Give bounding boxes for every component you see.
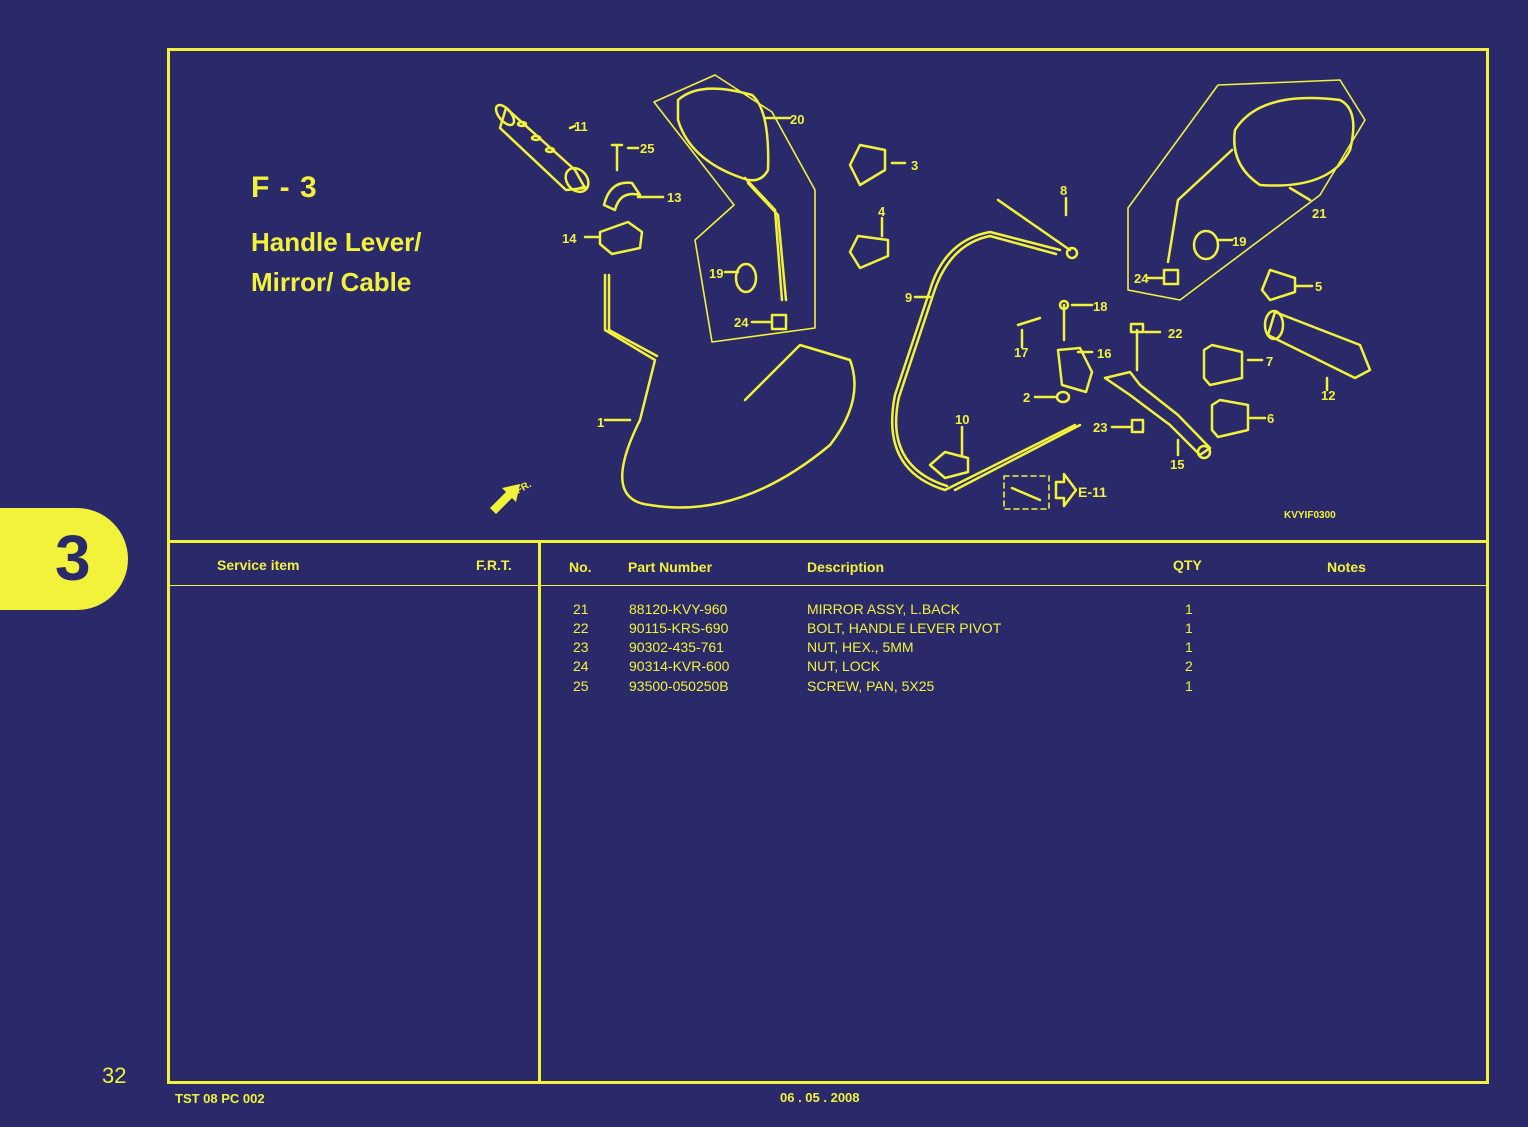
table-row: 23 90302-435-761 NUT, HEX., 5MM 1	[0, 638, 1528, 657]
callout: 14	[562, 231, 577, 246]
callout: 10	[955, 412, 969, 427]
callout: 18	[1093, 299, 1107, 314]
table-row: 24 90314-KVR-600 NUT, LOCK 2	[0, 657, 1528, 676]
callout: 20	[790, 112, 804, 127]
callout: 7	[1266, 354, 1273, 369]
row-part-number: 90302-435-761	[629, 639, 724, 655]
document-date: 06 . 05 . 2008	[780, 1090, 860, 1105]
figure-title-line-1: Handle Lever/	[251, 227, 422, 257]
header-frt: F.R.T.	[476, 557, 512, 573]
row-part-number: 90314-KVR-600	[629, 658, 730, 674]
header-separator	[167, 585, 1489, 586]
callout: 13	[667, 190, 681, 205]
table-row: 22 90115-KRS-690 BOLT, HANDLE LEVER PIVO…	[0, 619, 1528, 638]
callout: 12	[1321, 388, 1335, 403]
grip-left-part	[494, 103, 590, 194]
callout: 22	[1168, 326, 1182, 341]
row-qty: 1	[1185, 639, 1193, 655]
row-description: NUT, LOCK	[807, 658, 881, 674]
row-qty: 1	[1185, 620, 1193, 636]
callout: 4	[878, 204, 886, 219]
header-no: No.	[569, 559, 592, 575]
column-separator	[538, 543, 541, 1081]
row-part-number: 90115-KRS-690	[629, 620, 729, 636]
callout: 6	[1267, 411, 1274, 426]
row-description: SCREW, PAN, 5X25	[807, 678, 935, 694]
section-tab: 3	[0, 508, 128, 610]
diagram-reference-code: KVYIF0300	[1284, 510, 1336, 521]
document-id: TST 08 PC 002	[175, 1091, 265, 1106]
callout: 5	[1315, 279, 1322, 294]
callout: 24	[734, 315, 749, 330]
row-no: 25	[573, 678, 589, 694]
callout: 15	[1170, 457, 1184, 472]
front-mark: FR.	[514, 479, 534, 497]
figure-separator	[167, 540, 1489, 543]
header-service-item: Service item	[217, 557, 300, 573]
row-part-number: 93500-050250B	[629, 678, 729, 694]
row-description: MIRROR ASSY, L.BACK	[807, 601, 961, 617]
row-no: 22	[573, 620, 589, 636]
figure-code: F - 3	[251, 171, 318, 204]
callout: 19	[1232, 234, 1246, 249]
row-description: NUT, HEX., 5MM	[807, 639, 914, 655]
header-part-number: Part Number	[628, 559, 713, 575]
row-no: 21	[573, 601, 589, 617]
row-no: 24	[573, 658, 589, 674]
callout: 3	[911, 158, 918, 173]
row-qty: 2	[1185, 658, 1193, 674]
callout: 8	[1060, 183, 1067, 198]
row-qty: 1	[1185, 678, 1193, 694]
row-part-number: 88120-KVY-960	[629, 601, 728, 617]
callout: 17	[1014, 345, 1028, 360]
callout: 24	[1134, 271, 1149, 286]
parts-frame	[167, 48, 1489, 1084]
header-qty: QTY	[1173, 557, 1202, 573]
callout: 25	[640, 141, 654, 156]
callout: 19	[709, 266, 723, 281]
reference-arrow-label: E-11	[1078, 484, 1107, 500]
callout: 1	[597, 415, 604, 430]
figure-title-line-2: Mirror/ Cable	[251, 267, 412, 297]
callout: 16	[1097, 346, 1111, 361]
page-number: 32	[102, 1063, 127, 1088]
callout: 23	[1093, 420, 1107, 435]
figure-title: Handle Lever/ Mirror/ Cable	[251, 222, 422, 302]
row-qty: 1	[1185, 601, 1193, 617]
exploded-parts-diagram: FR. 1 2 3 4 5 6 7 8 9 10 11 12 13 14 15 …	[490, 74, 1372, 521]
row-no: 23	[573, 639, 589, 655]
callout: 2	[1023, 390, 1030, 405]
table-row: 25 93500-050250B SCREW, PAN, 5X25 1	[0, 677, 1528, 696]
callout: 21	[1312, 206, 1326, 221]
callout: 11	[574, 119, 588, 134]
row-description: BOLT, HANDLE LEVER PIVOT	[807, 620, 1002, 636]
table-row: 21 88120-KVY-960 MIRROR ASSY, L.BACK 1	[0, 600, 1528, 619]
callout: 9	[905, 290, 912, 305]
section-tab-number: 3	[55, 522, 91, 594]
header-description: Description	[807, 559, 885, 575]
header-notes: Notes	[1327, 559, 1366, 575]
